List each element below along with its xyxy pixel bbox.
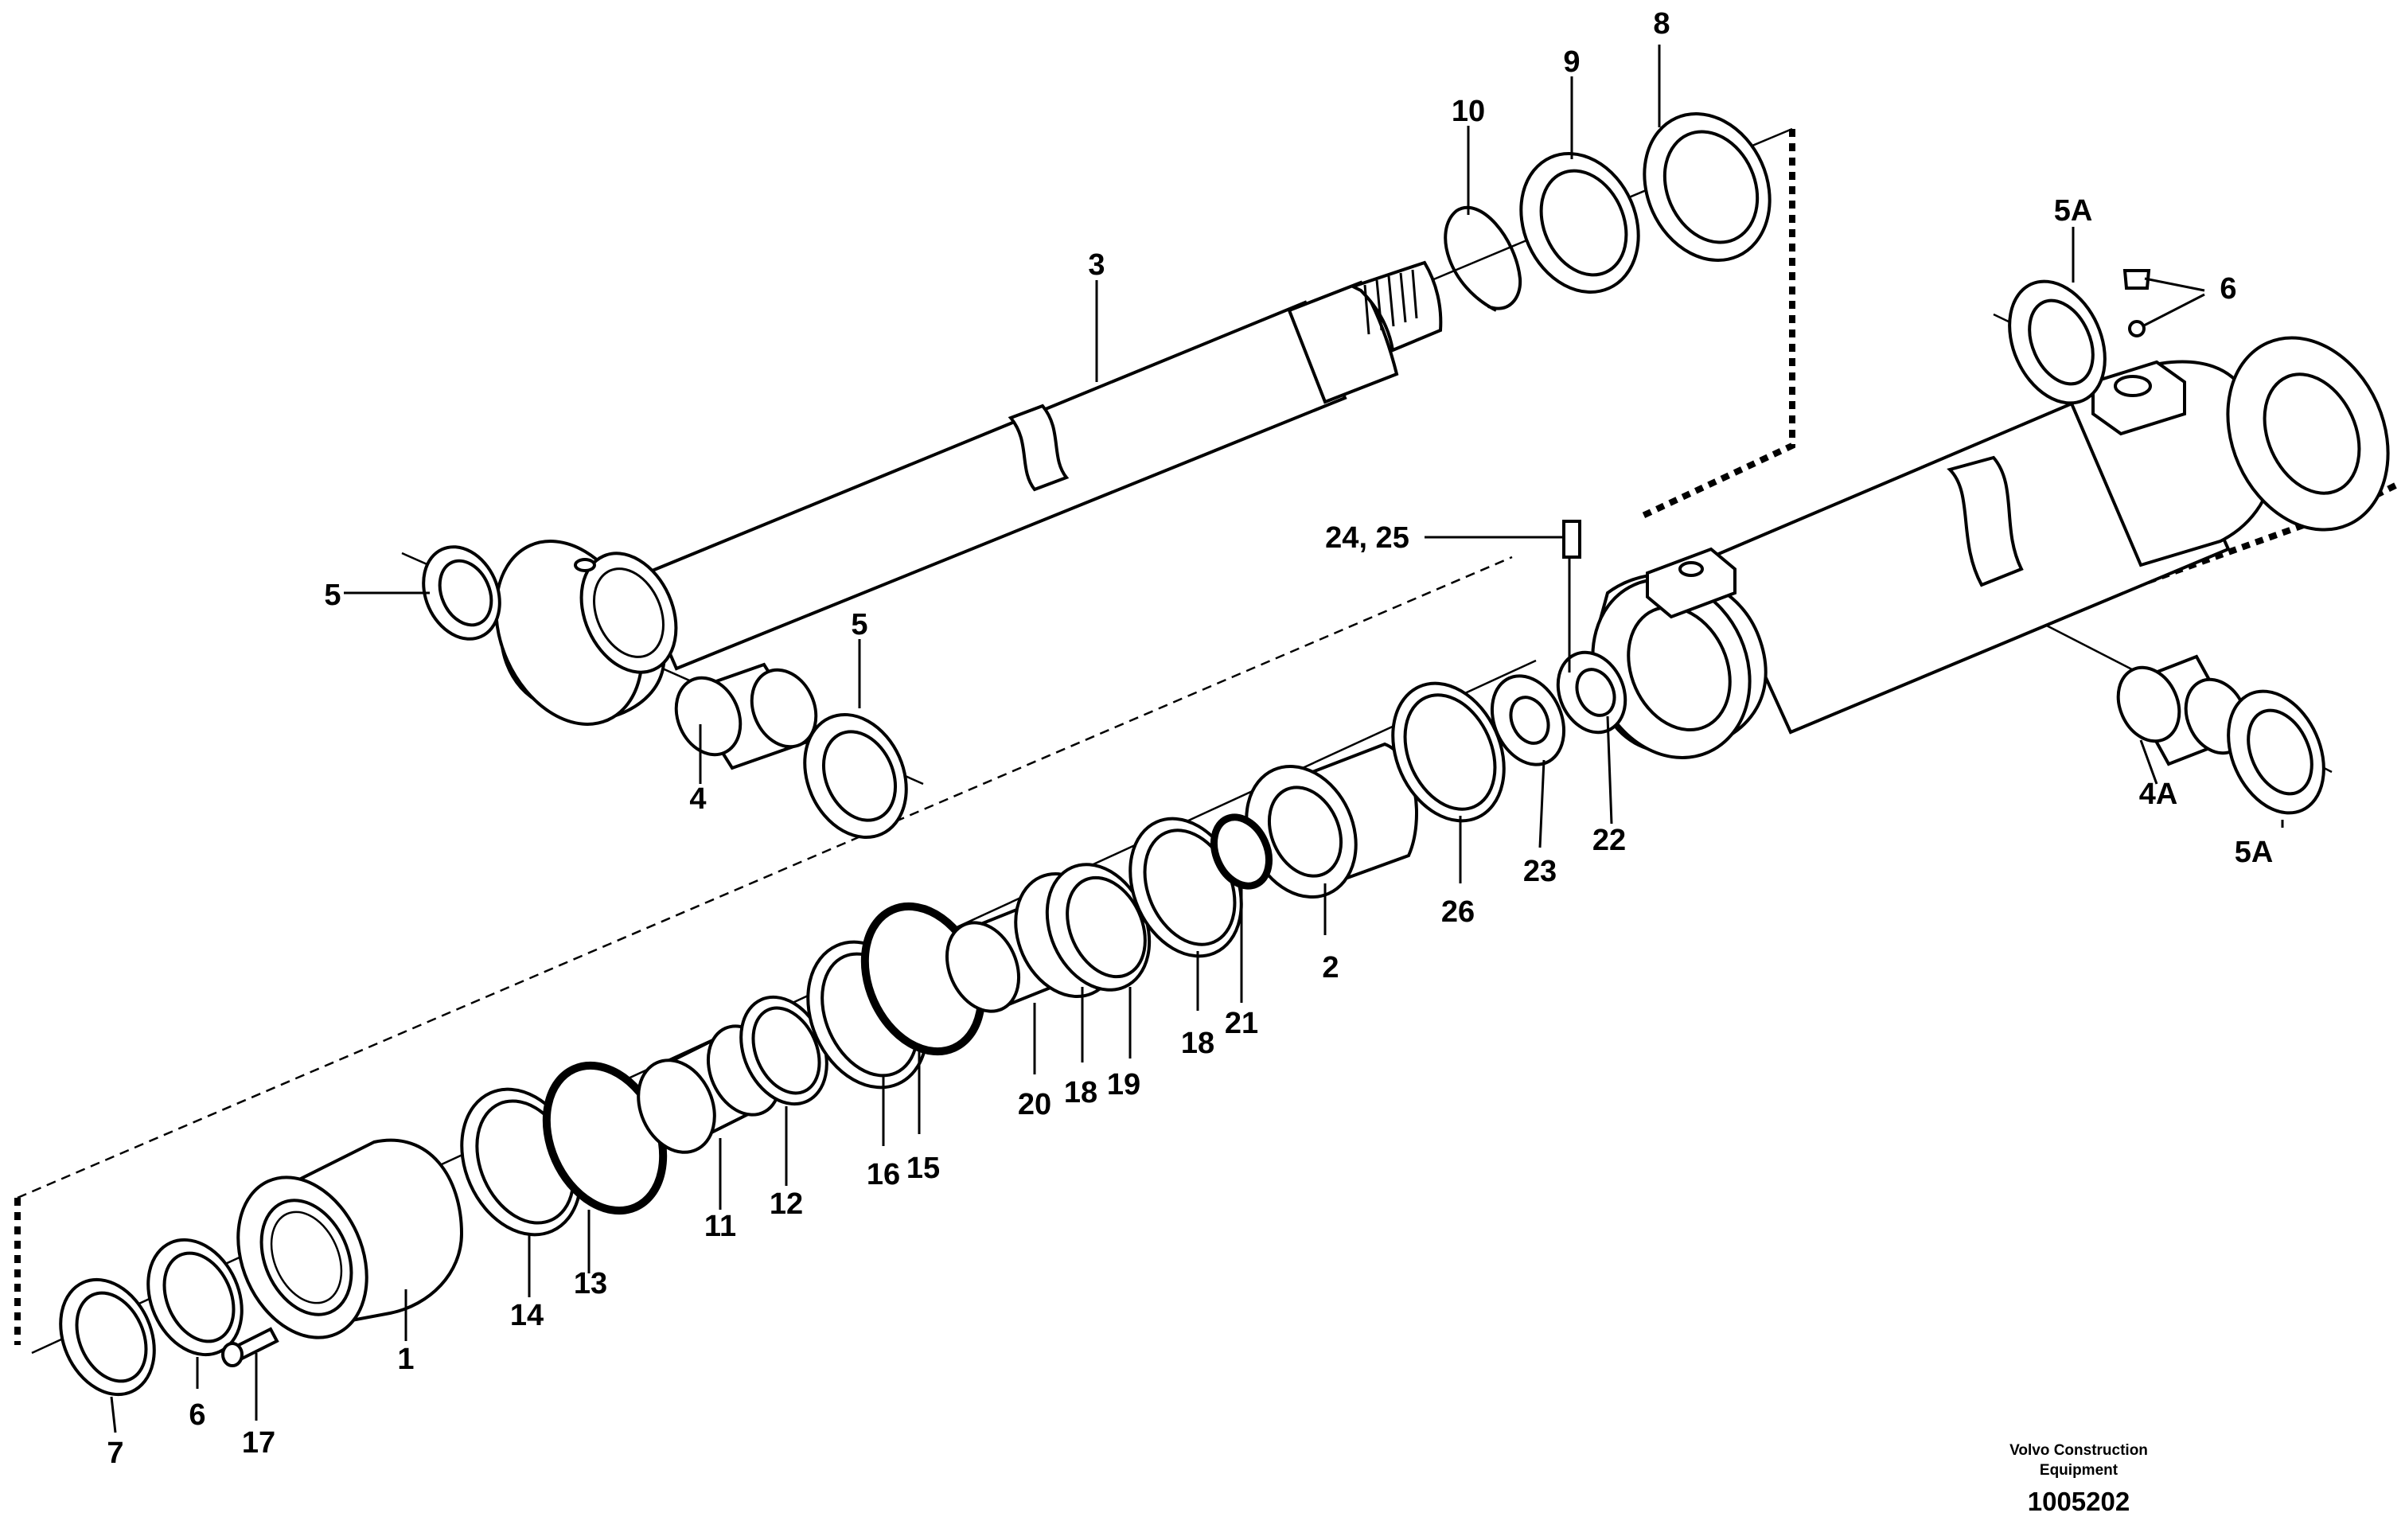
cylinder-head bbox=[236, 1138, 464, 1339]
label-part-18-b: 18 bbox=[1181, 1027, 1214, 1060]
label-part-21: 21 bbox=[1225, 1007, 1258, 1040]
piston-rod bbox=[494, 260, 1443, 726]
label-part-6-top: 6 bbox=[2220, 272, 2236, 306]
label-part-22: 22 bbox=[1592, 824, 1626, 857]
label-part-2: 2 bbox=[1322, 951, 1339, 984]
label-part-16: 16 bbox=[867, 1158, 900, 1191]
label-part-10: 10 bbox=[1452, 95, 1485, 128]
small-parts bbox=[59, 112, 2325, 1397]
label-part-5a-top: 5A bbox=[2054, 194, 2093, 228]
part-labels: 3 10 9 8 5 5 4 5A 6 4A 5A 24, 25 22 23 2… bbox=[107, 7, 2273, 1470]
label-part-4a: 4A bbox=[2139, 778, 2178, 811]
leader-lines bbox=[110, 45, 2284, 1433]
brand-line-1: Volvo Construction bbox=[2009, 1442, 2148, 1459]
label-part-9: 9 bbox=[1563, 45, 1580, 79]
label-part-7: 7 bbox=[107, 1437, 123, 1470]
label-part-18-a: 18 bbox=[1064, 1076, 1097, 1109]
label-part-19: 19 bbox=[1107, 1068, 1140, 1101]
label-part-24-25: 24, 25 bbox=[1325, 521, 1409, 555]
label-part-6-bottom: 6 bbox=[189, 1398, 205, 1432]
label-part-20: 20 bbox=[1018, 1088, 1051, 1121]
label-part-5-right: 5 bbox=[851, 608, 867, 641]
label-part-15: 15 bbox=[906, 1152, 940, 1185]
label-part-3: 3 bbox=[1088, 248, 1105, 282]
label-part-17: 17 bbox=[242, 1426, 275, 1460]
label-part-8: 8 bbox=[1653, 7, 1670, 41]
cylinder-tube bbox=[1591, 336, 2390, 759]
footer: Volvo Construction Equipment 1005202 bbox=[2009, 1442, 2148, 1516]
label-part-1: 1 bbox=[397, 1343, 414, 1376]
label-part-12: 12 bbox=[770, 1187, 803, 1221]
label-part-26: 26 bbox=[1441, 895, 1475, 929]
piston bbox=[1245, 742, 1418, 899]
label-part-5a-bottom: 5A bbox=[2235, 836, 2274, 869]
label-part-13: 13 bbox=[574, 1267, 607, 1300]
label-part-5-left: 5 bbox=[324, 579, 341, 612]
brand-line-2: Equipment bbox=[2040, 1462, 2119, 1479]
label-part-23: 23 bbox=[1523, 855, 1557, 888]
label-part-14: 14 bbox=[510, 1299, 544, 1332]
drawing-reference-number: 1005202 bbox=[2028, 1487, 2130, 1516]
label-part-11: 11 bbox=[704, 1210, 736, 1243]
label-part-4: 4 bbox=[689, 782, 706, 816]
